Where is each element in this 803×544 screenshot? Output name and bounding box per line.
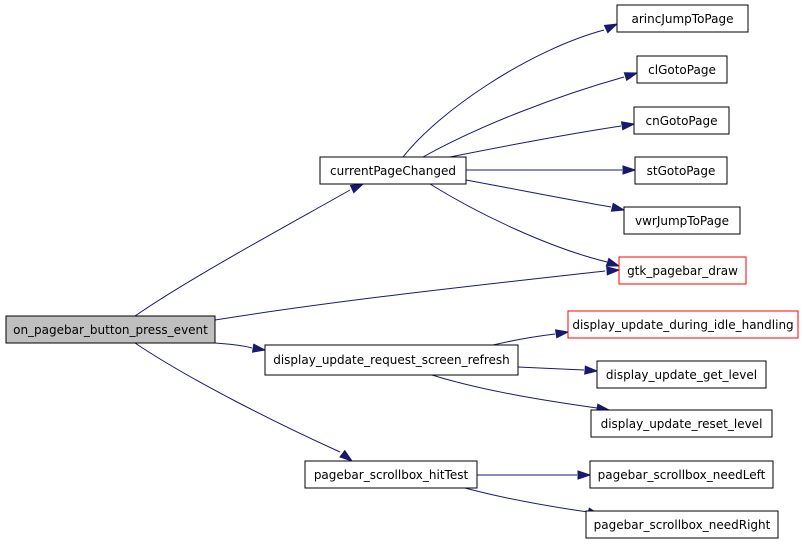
edge-current-page-changed-to-vwr-jump-to-page	[465, 179, 626, 212]
node-pagebar-scrollbox-hit-test-label: pagebar_scrollbox_hitTest	[314, 468, 469, 482]
node-vwr-jump-to-page-label: vwrJumpToPage	[635, 214, 729, 228]
edge-root-to-pagebar-scrollbox-hit-test-line	[134, 342, 341, 453]
edge-display-update-request-screen-refresh-to-display-update-get-level-line	[517, 366, 585, 371]
edge-root-to-gtk-pagebar-draw-arrowhead	[606, 266, 621, 276]
edge-root-to-display-update-request-screen-refresh-line	[214, 342, 253, 349]
node-current-page-changed-label: currentPageChanged	[330, 164, 456, 178]
edge-root-to-gtk-pagebar-draw-line	[214, 270, 606, 321]
node-cl-goto-page[interactable]: clGotoPage	[636, 55, 728, 84]
node-st-goto-page-label: stGotoPage	[647, 164, 716, 178]
edge-root-to-current-page-changed	[134, 183, 365, 317]
node-display-update-request-screen-refresh[interactable]: display_update_request_screen_refresh	[264, 344, 519, 376]
nodes-layer: on_pagebar_button_press_event currentPag…	[5, 4, 799, 539]
node-pagebar-scrollbox-need-left-label: pagebar_scrollbox_needLeft	[598, 468, 766, 482]
edge-root-to-display-update-request-screen-refresh	[214, 342, 267, 353]
node-display-update-during-idle-handling-label: display_update_during_idle_handling	[572, 318, 793, 332]
edge-current-page-changed-to-cl-goto-page	[422, 72, 639, 158]
edge-current-page-changed-to-cl-goto-page-line	[422, 76, 625, 158]
edge-pagebar-scrollbox-hit-test-to-pagebar-scrollbox-need-right	[464, 487, 602, 517]
edge-current-page-changed-to-vwr-jump-to-page-arrowhead	[610, 202, 626, 212]
node-pagebar-scrollbox-need-right-label: pagebar_scrollbox_needRight	[594, 518, 771, 532]
edge-pagebar-scrollbox-hit-test-to-pagebar-scrollbox-need-left	[476, 470, 592, 480]
node-display-update-reset-level-label: display_update_reset_level	[601, 417, 763, 431]
edge-root-to-gtk-pagebar-draw	[214, 266, 621, 321]
edge-display-update-request-screen-refresh-to-display-update-during-idle-handling-line	[492, 333, 556, 346]
node-pagebar-scrollbox-need-left[interactable]: pagebar_scrollbox_needLeft	[589, 460, 774, 489]
node-display-update-get-level-label: display_update_get_level	[606, 368, 757, 382]
node-st-goto-page[interactable]: stGotoPage	[634, 156, 728, 185]
node-display-update-get-level[interactable]: display_update_get_level	[596, 360, 767, 389]
edge-current-page-changed-to-gtk-pagebar-draw-arrowhead	[605, 257, 621, 267]
edge-root-to-current-page-changed-line	[134, 189, 351, 317]
edge-current-page-changed-to-gtk-pagebar-draw-line	[429, 183, 608, 263]
node-root-label: on_pagebar_button_press_event	[13, 323, 208, 337]
edge-pagebar-scrollbox-hit-test-to-pagebar-scrollbox-need-left-arrowhead	[577, 470, 592, 480]
node-current-page-changed[interactable]: currentPageChanged	[319, 156, 467, 185]
edge-root-to-pagebar-scrollbox-hit-test-arrowhead	[339, 449, 354, 462]
edge-root-to-pagebar-scrollbox-hit-test	[134, 342, 354, 462]
edge-display-update-request-screen-refresh-to-display-update-during-idle-handling	[492, 329, 570, 346]
edge-root-to-display-update-request-screen-refresh-arrowhead	[251, 343, 267, 353]
node-arinc-jump-to-page-label: arincJumpToPage	[632, 12, 734, 26]
edge-current-page-changed-to-arinc-jump-to-page-arrowhead	[603, 23, 619, 34]
edge-display-update-request-screen-refresh-to-display-update-get-level-arrowhead	[584, 365, 599, 375]
edge-current-page-changed-to-cl-goto-page-arrowhead	[623, 72, 639, 82]
edge-display-update-request-screen-refresh-to-display-update-during-idle-handling-arrowhead	[554, 329, 570, 339]
node-cn-goto-page[interactable]: cnGotoPage	[633, 106, 730, 135]
node-vwr-jump-to-page[interactable]: vwrJumpToPage	[623, 206, 741, 235]
node-display-update-reset-level[interactable]: display_update_reset_level	[590, 409, 773, 438]
node-display-update-during-idle-handling[interactable]: display_update_during_idle_handling	[567, 310, 799, 339]
node-gtk-pagebar-draw-label: gtk_pagebar_draw	[627, 264, 738, 278]
edge-current-page-changed-to-vwr-jump-to-page-line	[465, 179, 612, 208]
node-arinc-jump-to-page[interactable]: arincJumpToPage	[616, 4, 749, 33]
edge-display-update-request-screen-refresh-to-display-update-get-level	[517, 365, 599, 375]
edge-pagebar-scrollbox-hit-test-to-pagebar-scrollbox-need-right-line	[464, 487, 589, 513]
edge-current-page-changed-to-gtk-pagebar-draw	[429, 183, 621, 267]
node-gtk-pagebar-draw[interactable]: gtk_pagebar_draw	[618, 256, 747, 285]
node-pagebar-scrollbox-need-right[interactable]: pagebar_scrollbox_needRight	[585, 510, 779, 539]
edge-current-page-changed-to-st-goto-page-arrowhead	[622, 165, 637, 175]
node-root[interactable]: on_pagebar_button_press_event	[5, 315, 216, 344]
node-cn-goto-page-label: cnGotoPage	[646, 114, 718, 128]
edge-display-update-request-screen-refresh-to-display-update-reset-level-line	[431, 374, 598, 409]
node-cl-goto-page-label: clGotoPage	[648, 63, 716, 77]
edge-current-page-changed-to-cn-goto-page-line	[449, 125, 622, 158]
edge-current-page-changed-to-arinc-jump-to-page	[402, 23, 619, 158]
edge-current-page-changed-to-cn-goto-page	[449, 121, 636, 158]
edge-current-page-changed-to-arinc-jump-to-page-line	[402, 29, 605, 158]
edge-current-page-changed-to-cn-goto-page-arrowhead	[620, 121, 636, 131]
edge-root-to-current-page-changed-arrowhead	[349, 183, 365, 194]
edge-current-page-changed-to-st-goto-page	[466, 165, 637, 175]
node-display-update-request-screen-refresh-label: display_update_request_screen_refresh	[273, 353, 510, 367]
node-pagebar-scrollbox-hit-test[interactable]: pagebar_scrollbox_hitTest	[304, 460, 478, 489]
edges-layer	[134, 23, 639, 517]
edge-display-update-request-screen-refresh-to-display-update-reset-level	[431, 374, 611, 413]
